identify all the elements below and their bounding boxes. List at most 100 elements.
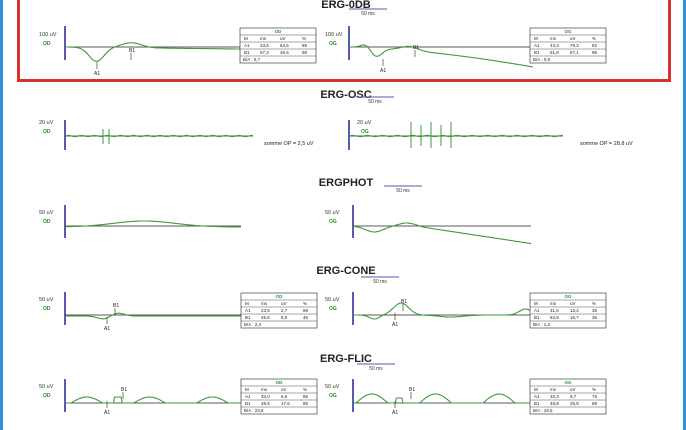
table-left-flic-col: % (303, 387, 307, 392)
table-right-odb-cell: 95 (592, 50, 598, 55)
scale-right-odb: 100 uV (325, 32, 343, 38)
scale-right-flic: 50 uV (325, 384, 340, 390)
table-left-cone-cell: A1 (245, 308, 251, 313)
eye-left-osc: OD (43, 129, 51, 135)
table-left-odb-cell: 98 (302, 50, 308, 55)
table-right-odb-cell: B1 (534, 50, 540, 55)
trace-right-odb (349, 44, 534, 68)
table-right-odb-col: % (592, 36, 596, 41)
marker-right-flic-b-label: B1 (409, 387, 415, 393)
eye-right-flic: OG (329, 393, 337, 399)
table-left-cone-cell: B1 (245, 315, 251, 320)
table-right-cone-col: ms (550, 301, 557, 306)
marker-left-odb-a-label: A1 (94, 71, 100, 77)
table-right-cone-cell: 13,2 (570, 308, 579, 313)
op-sum-left: somme OP = 2,5 uV (264, 141, 314, 147)
table-left-odb-cell: 85 (302, 43, 308, 48)
table-right-odb-cell: 79,2 (570, 43, 579, 48)
table-right-flic-cell: 88 (592, 401, 598, 406)
scale-left-odb: 100 uV (39, 32, 57, 38)
marker-left-flic-b-label: B1 (121, 387, 127, 393)
table-right-cone-cell: 36 (592, 315, 598, 320)
table-left-cone-col: ms (261, 301, 268, 306)
marker-right-flic-a-label: A1 (392, 410, 398, 416)
table-left-flic-cell: 85 (303, 394, 309, 399)
table-left-odb-col: ms (260, 36, 267, 41)
section-title-odb: ERG-0DB (321, 0, 371, 11)
trace-left-flic (65, 396, 241, 404)
trace-left-odb (65, 42, 240, 62)
table-right-cone-cell: A1 (534, 308, 540, 313)
table-left-cone-cell: 45,6 (261, 315, 270, 320)
trace-left-osc (64, 134, 254, 138)
table-left-odb-foot: B/A : 0,7 (243, 57, 261, 62)
table-left-odb-cell: 45,6 (280, 50, 289, 55)
table-right-flic-cell: 9,7 (570, 394, 577, 399)
eye-left-odb: OD (43, 41, 51, 47)
eye-right-phot: OG (329, 219, 337, 225)
table-right-odb-foot: B/A : 0,8 (533, 57, 551, 62)
table-left-cone-box (240, 292, 318, 329)
timebar-label-odb: 50 ms (361, 11, 375, 17)
table-right-flic-foot: B/A : 19,5 (533, 408, 553, 413)
table-left-cone-cell: 46 (303, 315, 309, 320)
table-left-flic-col: M (245, 387, 249, 392)
table-right-flic-cell: 32,3 (550, 394, 559, 399)
table-left-cone-foot: B/A : 2,3 (244, 322, 262, 327)
table-left-flic-cell: 85 (303, 401, 309, 406)
table-right-flic-col: uV (570, 387, 576, 392)
section-title-flic: ERG-FLIC (320, 353, 372, 365)
trace-right-cone (353, 302, 532, 320)
section-title-cone: ERG-CONE (316, 265, 375, 277)
marker-right-odb-b-label: B1 (413, 45, 419, 51)
table-right-cone-cell: 36 (592, 308, 598, 313)
scale-right-osc: 20 uV (357, 120, 372, 126)
eye-right-odb: OG (329, 41, 337, 47)
trace-left-phot (64, 220, 242, 228)
highlight-box (17, 0, 671, 82)
table-left-cone-head: OD (276, 294, 284, 299)
table-left-flic-cell: B1 (245, 401, 251, 406)
table-right-flic-col: ms (550, 387, 557, 392)
table-right-flic-cell: 75 (592, 394, 598, 399)
table-left-flic-cell: A1 (245, 394, 251, 399)
table-right-cone-col: M (534, 301, 538, 306)
table-right-odb-col: M (534, 36, 538, 41)
table-left-flic-cell: 17,6 (281, 401, 290, 406)
table-right-flic-cell: 49,8 (550, 401, 559, 406)
table-left-odb-col: uV (280, 36, 286, 41)
marker-left-odb-b-label: B1 (129, 48, 135, 54)
marker-left-cone-b-label: B1 (113, 303, 119, 309)
timebar-label-flic: 50 ms (369, 366, 383, 372)
scale-left-phot: 50 uV (39, 210, 54, 216)
timebar-label-phot: 50 ms (396, 188, 410, 194)
table-left-cone-col: uV (281, 301, 287, 306)
table-right-flic-col: % (592, 387, 596, 392)
table-left-odb-head: OD (275, 29, 283, 34)
table-left-odb-cell: A1 (244, 43, 250, 48)
table-right-flic-cell: B1 (534, 401, 540, 406)
table-right-odb-col: ms (550, 36, 557, 41)
table-right-cone-box (529, 292, 607, 329)
table-right-odb-cell: 57,1 (570, 50, 579, 55)
table-right-cone-foot: B/A : 1,2 (533, 322, 551, 327)
trace-right-phot (352, 222, 532, 245)
table-right-flic-cell: 25,8 (570, 401, 579, 406)
marker-right-cone-a-label: A1 (392, 322, 398, 328)
table-right-flic-head: OG (564, 380, 572, 385)
scale-right-cone: 50 uV (325, 297, 340, 303)
table-left-flic-foot: B/A : 23,8 (244, 408, 264, 413)
timebar-label-cone: 50 ms (373, 279, 387, 285)
table-right-odb-cell: A1 (534, 43, 540, 48)
table-right-cone-head: OG (564, 294, 572, 299)
table-right-cone-cell: 16,7 (570, 315, 579, 320)
op-sum-right: somme OP = 28,8 uV (580, 141, 633, 147)
table-right-cone-cell: 31,6 (550, 308, 559, 313)
scale-right-phot: 50 uV (325, 210, 340, 216)
table-left-cone-cell: 8,0 (281, 315, 288, 320)
table-right-cone-cell: B1 (534, 315, 540, 320)
marker-right-cone-b-label: B1 (401, 299, 407, 305)
table-left-odb-col: M (244, 36, 248, 41)
